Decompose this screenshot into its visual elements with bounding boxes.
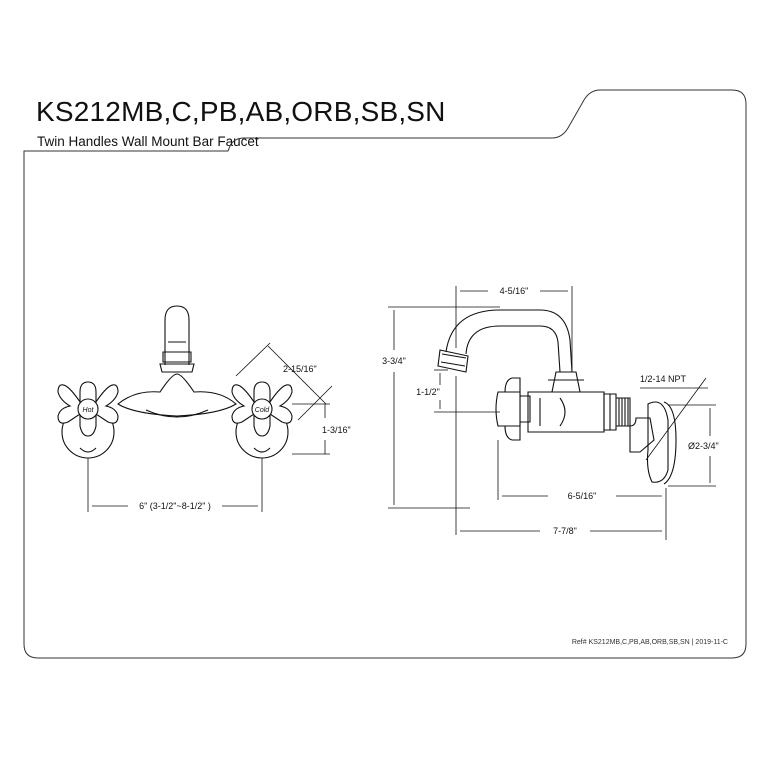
front-spout	[159, 305, 195, 373]
front-view	[57, 305, 293, 459]
dim-total-height: 3-3/4"	[382, 356, 406, 366]
dim-total-depth: 7-7/8"	[553, 526, 577, 536]
reference-number: Ref# KS212MB,C,PB,AB,ORB,SB,SN | 2019-11…	[571, 639, 728, 646]
page-title: KS212MB,C,PB,AB,ORB,SB,SN	[36, 96, 446, 127]
side-dimensions	[388, 286, 716, 540]
side-flange	[629, 417, 655, 453]
page-subtitle: Twin Handles Wall Mount Bar Faucet	[37, 134, 259, 149]
hot-handle	[57, 381, 119, 459]
cold-handle-label: Cold	[255, 407, 271, 414]
cold-handle	[231, 381, 293, 459]
dim-spout-reach: 4-5/16"	[500, 286, 529, 296]
dim-handle-height: 1-3/16"	[322, 425, 351, 435]
dim-handle-reach: 2-15/16"	[283, 364, 317, 374]
side-body	[527, 391, 605, 433]
side-spout	[445, 309, 573, 373]
dim-flange-diameter: Ø2-3/4"	[688, 441, 719, 451]
front-body	[117, 373, 237, 417]
front-dimensions	[87, 342, 333, 512]
side-view	[437, 309, 677, 485]
dim-spout-offset: 1-1/2"	[416, 387, 440, 397]
dim-npt: 1/2-14 NPT	[640, 374, 687, 384]
hot-handle-label: Hot	[83, 407, 95, 414]
dim-body-depth: 6-5/16"	[568, 491, 597, 501]
sheet-border	[23, 89, 747, 659]
dim-center-spread: 6" (3-1/2"~8-1/2" )	[139, 501, 211, 511]
